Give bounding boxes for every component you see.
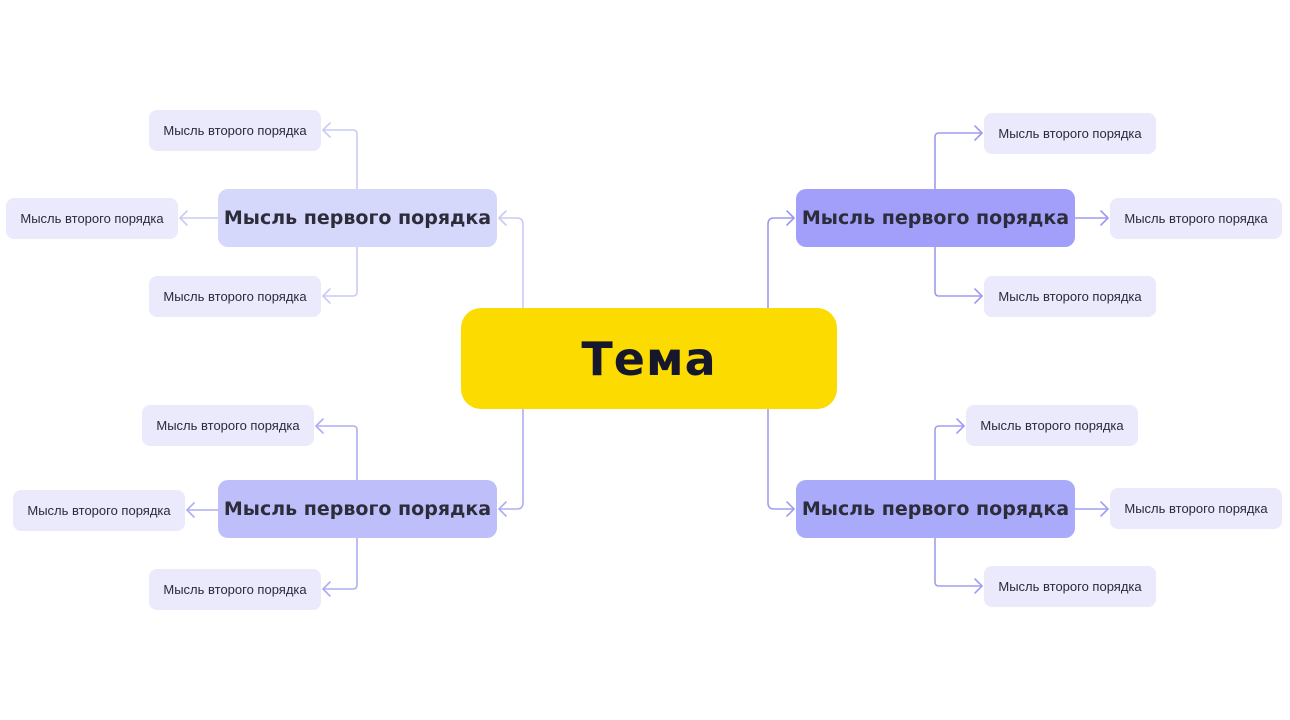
connector-tl-1 bbox=[322, 129, 358, 190]
arrow-bottom-right bbox=[786, 501, 795, 517]
subtopic-bottom-right-1[interactable]: Мысль второго порядка bbox=[966, 405, 1138, 446]
branch-top-right[interactable]: Мысль первого порядка bbox=[796, 189, 1075, 247]
arrow-top-right bbox=[786, 210, 795, 226]
subtopic-top-left-3[interactable]: Мысль второго порядка bbox=[149, 276, 321, 317]
subtopic-top-right-3[interactable]: Мысль второго порядка bbox=[984, 276, 1156, 317]
branch-top-left[interactable]: Мысль первого порядка bbox=[218, 189, 497, 247]
connector-tr-3 bbox=[934, 246, 983, 297]
subtopic-top-left-2[interactable]: Мысль второго порядка bbox=[6, 198, 178, 239]
arrow-tr-2 bbox=[1100, 210, 1109, 226]
subtopic-top-left-1[interactable]: Мысль второго порядка bbox=[149, 110, 321, 151]
connector-bl-3 bbox=[322, 537, 358, 590]
connector-bl-1 bbox=[315, 425, 358, 481]
subtopic-bottom-right-2[interactable]: Мысль второго порядка bbox=[1110, 488, 1282, 529]
connector-tr-1 bbox=[934, 132, 983, 190]
arrow-tl-2 bbox=[179, 210, 188, 226]
branch-bottom-right[interactable]: Мысль первого порядка bbox=[796, 480, 1075, 538]
connector-tl-3 bbox=[322, 246, 358, 297]
arrow-tl-3 bbox=[322, 288, 331, 304]
connector-central-top-right bbox=[767, 217, 795, 309]
subtopic-bottom-right-3[interactable]: Мысль второго порядка bbox=[984, 566, 1156, 607]
subtopic-bottom-left-2[interactable]: Мысль второго порядка bbox=[13, 490, 185, 531]
subtopic-top-right-1[interactable]: Мысль второго порядка bbox=[984, 113, 1156, 154]
connector-central-bottom-left bbox=[498, 408, 524, 510]
arrow-bl-3 bbox=[322, 581, 331, 597]
connector-br-1 bbox=[934, 425, 965, 481]
central-topic[interactable]: Тема bbox=[461, 308, 837, 409]
subtopic-top-right-2[interactable]: Мысль второго порядка bbox=[1110, 198, 1282, 239]
branch-bottom-left[interactable]: Мысль первого порядка bbox=[218, 480, 497, 538]
arrow-bottom-left bbox=[498, 501, 507, 517]
connector-br-3 bbox=[934, 537, 983, 587]
arrow-tr-1 bbox=[974, 125, 983, 141]
arrow-tl-1 bbox=[322, 122, 331, 138]
arrow-bl-1 bbox=[315, 418, 324, 434]
connector-central-top-left bbox=[498, 217, 524, 309]
arrow-br-3 bbox=[974, 578, 983, 594]
connector-central-bottom-right bbox=[767, 408, 795, 510]
arrow-br-1 bbox=[956, 418, 965, 434]
subtopic-bottom-left-1[interactable]: Мысль второго порядка bbox=[142, 405, 314, 446]
arrow-br-2 bbox=[1100, 501, 1109, 517]
arrow-top-left bbox=[498, 210, 507, 226]
arrow-tr-3 bbox=[974, 288, 983, 304]
arrow-bl-2 bbox=[186, 502, 195, 518]
subtopic-bottom-left-3[interactable]: Мысль второго порядка bbox=[149, 569, 321, 610]
